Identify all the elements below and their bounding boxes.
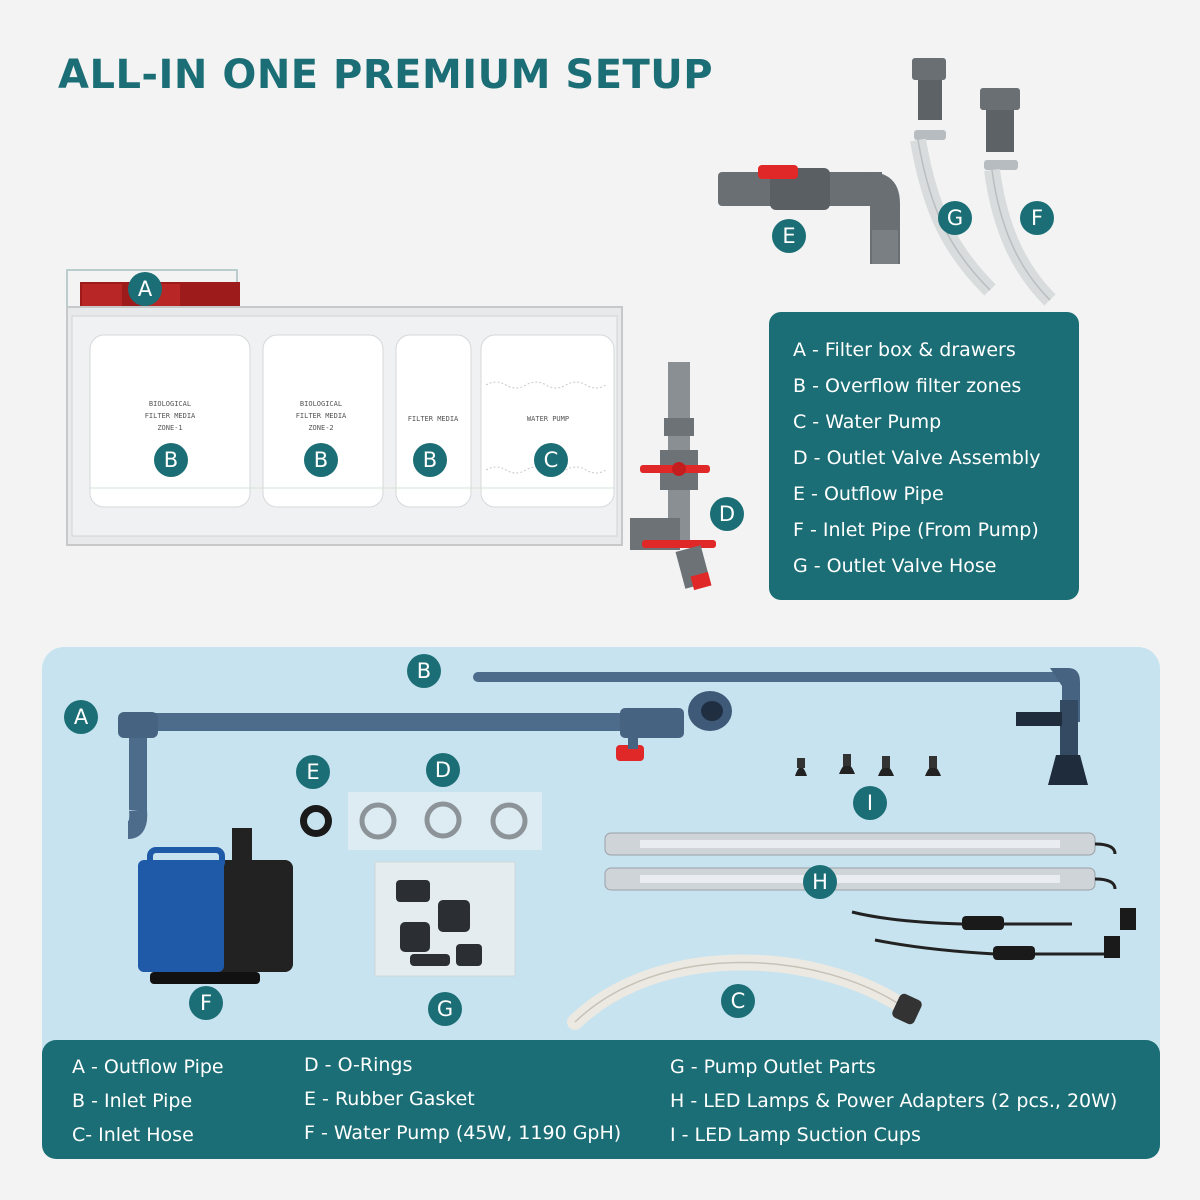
legend-item-o-rings: D - O-Rings — [304, 1054, 413, 1076]
label-badge-d-bottom: D — [426, 753, 460, 787]
label-badge-c-bottom: C — [721, 984, 755, 1018]
top-illustration — [66, 58, 1056, 591]
label-badge-h-bottom: H — [803, 865, 837, 899]
label-badge-g-top: G — [938, 201, 972, 235]
zone-3-text: FILTER MEDIA — [407, 415, 459, 423]
sump-tank — [66, 269, 623, 546]
legend-item-outflow-pipe: A - Outflow Pipe — [72, 1056, 224, 1078]
outlet-valve-hose — [910, 58, 996, 296]
components-legend: A - Outflow Pipe B - Inlet Pipe C- Inlet… — [42, 1040, 1160, 1159]
top-legend: A - Filter box & drawers B - Overflow fi… — [769, 312, 1079, 600]
legend-column-1: A - Outflow Pipe B - Inlet Pipe C- Inlet… — [72, 1052, 224, 1154]
legend-item-e: E - Outflow Pipe — [793, 483, 944, 505]
legend-item-g: G - Outlet Valve Hose — [793, 555, 997, 577]
legend-item-d: D - Outlet Valve Assembly — [793, 447, 1041, 469]
legend-column-3: G - Pump Outlet Parts H - LED Lamps & Po… — [670, 1052, 1117, 1154]
legend-item-led-lamps: H - LED Lamps & Power Adapters (2 pcs., … — [670, 1090, 1118, 1112]
outlet-valve-assembly — [630, 362, 716, 591]
legend-item-inlet-hose: C- Inlet Hose — [72, 1124, 194, 1146]
page-title: ALL-IN ONE PREMIUM SETUP — [58, 52, 714, 98]
legend-item-c: C - Water Pump — [793, 411, 942, 433]
label-badge-b1-top: B — [154, 443, 188, 477]
legend-item-inlet-pipe: B - Inlet Pipe — [72, 1090, 193, 1112]
label-badge-e-bottom: E — [296, 755, 330, 789]
label-badge-d-top: D — [710, 497, 744, 531]
zone-1-text: BIOLOGICAL FILTER MEDIA ZONE-1 — [144, 400, 196, 432]
outflow-pipe-valve — [718, 165, 900, 264]
legend-item-f: F - Inlet Pipe (From Pump) — [793, 519, 1039, 541]
label-badge-b-bottom: B — [407, 654, 441, 688]
zone-2-window — [262, 334, 384, 508]
label-badge-e-top: E — [772, 219, 806, 253]
label-badge-a-bottom: A — [64, 700, 98, 734]
zone-2-text: BIOLOGICAL FILTER MEDIA ZONE-2 — [295, 400, 347, 432]
legend-column-2: D - O-Rings E - Rubber Gasket F - Water … — [304, 1050, 621, 1152]
label-badge-b2-top: B — [304, 443, 338, 477]
legend-item-suction-cups: I - LED Lamp Suction Cups — [670, 1124, 921, 1146]
label-badge-g-bottom: G — [428, 992, 462, 1026]
label-badge-a-top: A — [128, 272, 162, 306]
zone-1-window — [89, 334, 251, 508]
zone-4-window — [480, 334, 615, 508]
label-badge-c-top: C — [534, 443, 568, 477]
legend-item-b: B - Overflow filter zones — [793, 375, 1022, 397]
label-badge-b3-top: B — [413, 443, 447, 477]
legend-item-water-pump: F - Water Pump (45W, 1190 GpH) — [304, 1122, 622, 1144]
label-badge-f-top: F — [1020, 201, 1054, 235]
label-badge-f-bottom: F — [189, 986, 223, 1020]
legend-item-a: A - Filter box & drawers — [793, 339, 1016, 361]
legend-item-pump-outlet-parts: G - Pump Outlet Parts — [670, 1056, 876, 1078]
label-badge-i-bottom: I — [853, 786, 887, 820]
inlet-pipe-hose — [980, 88, 1056, 306]
legend-item-rubber-gasket: E - Rubber Gasket — [304, 1088, 475, 1110]
zone-4-text: WATER PUMP — [526, 415, 570, 423]
